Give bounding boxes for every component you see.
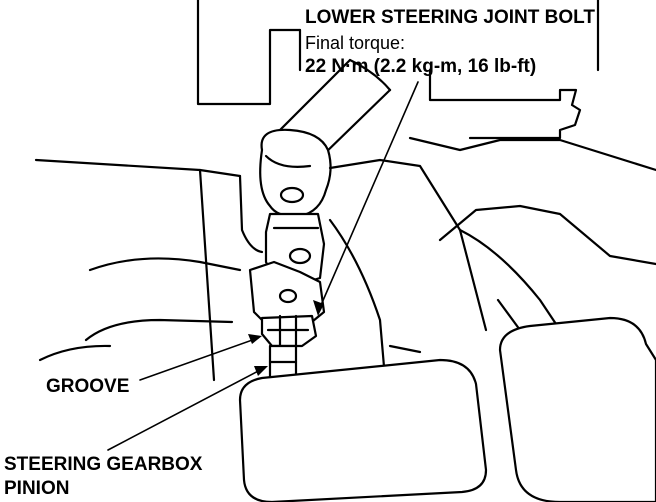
bolt-torque-caption: Final torque: [305, 33, 406, 53]
pedal-pad [238, 344, 488, 502]
pinion-leader-arrow [107, 366, 268, 451]
pinion-label-line2: PINION [4, 478, 70, 499]
bolt-torque-value: 22 N·m (2.2 kg-m, 16 lb-ft) [305, 56, 537, 77]
lower-joint-assembly [248, 212, 326, 386]
pinion-label-line1: STEERING GEARBOX [4, 454, 203, 475]
bolt-title-label: LOWER STEERING JOINT BOLT [305, 7, 595, 28]
right-pedal [498, 316, 656, 502]
groove-label: GROOVE [46, 376, 130, 397]
upper-joint-yoke [259, 128, 332, 218]
bolt-leader-arrow [313, 81, 419, 316]
floor-panels [34, 158, 656, 392]
groove-leader-arrow [139, 334, 262, 381]
dashboard-outline [196, 0, 656, 172]
